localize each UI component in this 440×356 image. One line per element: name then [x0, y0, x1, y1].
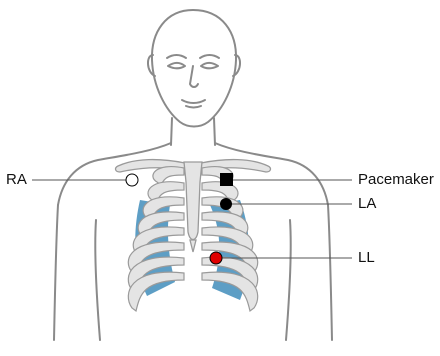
pacemaker-marker [220, 173, 233, 186]
ll-electrode-marker [210, 252, 222, 264]
ra-electrode-marker [126, 174, 138, 186]
sternum [184, 162, 202, 252]
la-label: LA [358, 196, 376, 212]
ra-label: RA [6, 172, 27, 188]
la-electrode-marker [220, 198, 232, 210]
pacemaker-label: Pacemaker [358, 172, 434, 188]
ll-label: LL [358, 250, 375, 266]
